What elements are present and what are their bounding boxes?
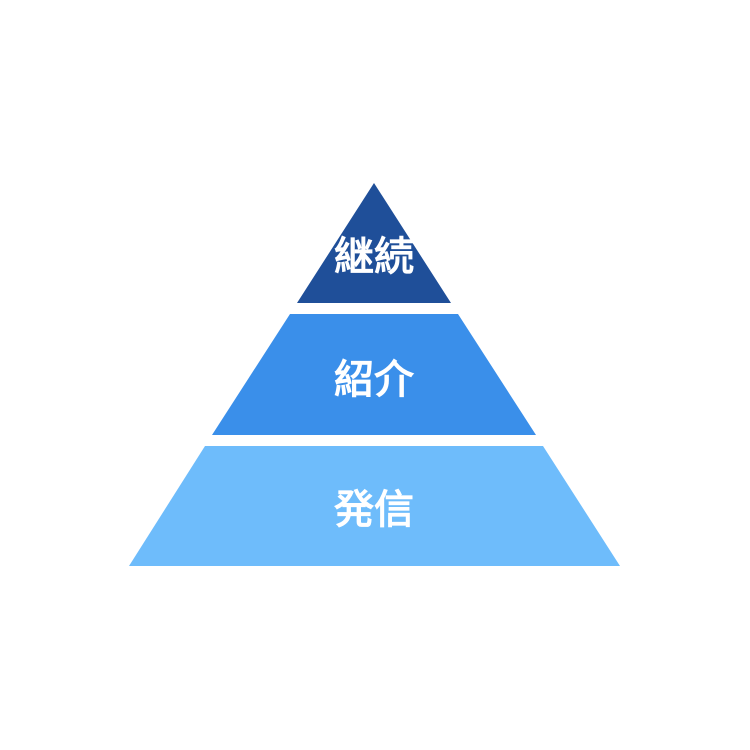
tier-middle-label: 紹介 [334, 357, 415, 403]
tier-top-shape [297, 183, 451, 303]
tier-middle-shape [212, 314, 536, 435]
tier-top-label: 継続 [334, 234, 414, 280]
tier-bottom-shape [129, 446, 620, 566]
tier-bottom-label: 発信 [334, 487, 414, 533]
